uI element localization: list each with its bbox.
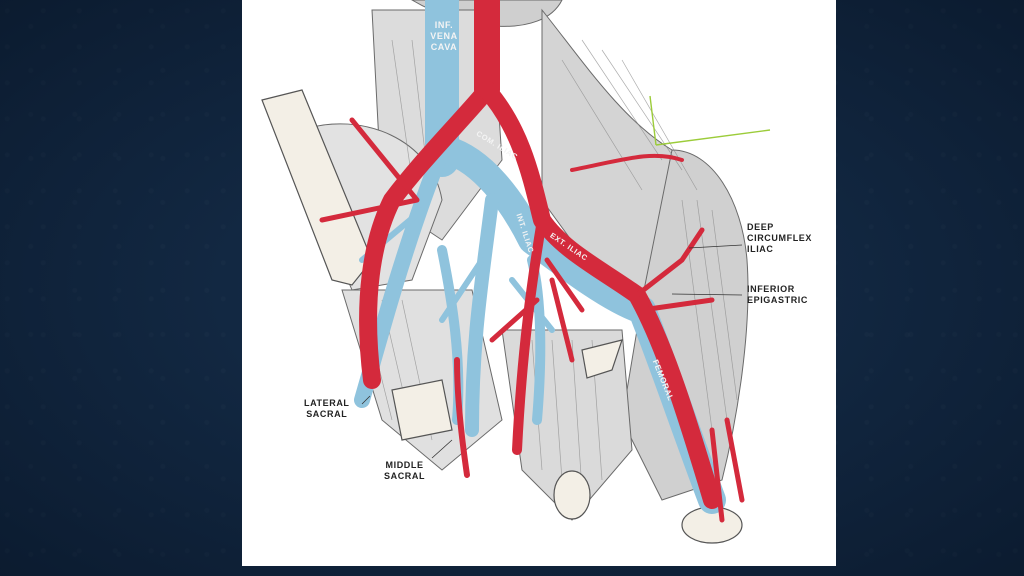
arteries — [319, 0, 745, 523]
green-annotation-lines — [649, 95, 771, 146]
callout-middle-sacral: MIDDLE SACRAL — [384, 460, 425, 482]
label-line: MIDDLE — [385, 460, 424, 470]
label-line: SACRAL — [384, 471, 426, 481]
label-line: EPIGASTRIC — [747, 295, 809, 305]
label-line: INFERIOR — [747, 284, 795, 294]
label-inf-vena-cava: INF. VENA CAVA — [424, 20, 464, 53]
anatomy-drawing — [261, 0, 771, 544]
anatomy-illustration: INF. VENA CAVA COM. ILIAC INT. ILIAC EXT… — [242, 0, 836, 566]
label-line: DEEP — [747, 222, 774, 232]
label-line: LATERAL — [304, 398, 350, 408]
label-line: VENA — [430, 31, 458, 41]
label-line: ILIAC — [747, 244, 774, 254]
callout-lateral-sacral: LATERAL SACRAL — [304, 398, 350, 420]
callout-inferior-epigastric: INFERIOR EPIGASTRIC — [747, 284, 808, 306]
label-line: CAVA — [430, 42, 458, 52]
label-line: INF. — [434, 20, 454, 30]
bone-sections — [261, 89, 743, 544]
label-line: CIRCUMFLEX — [747, 233, 812, 243]
callout-deep-circumflex-iliac: DEEP CIRCUMFLEX ILIAC — [747, 222, 812, 255]
label-line: SACRAL — [306, 409, 348, 419]
pointer-lines — [361, 244, 743, 459]
